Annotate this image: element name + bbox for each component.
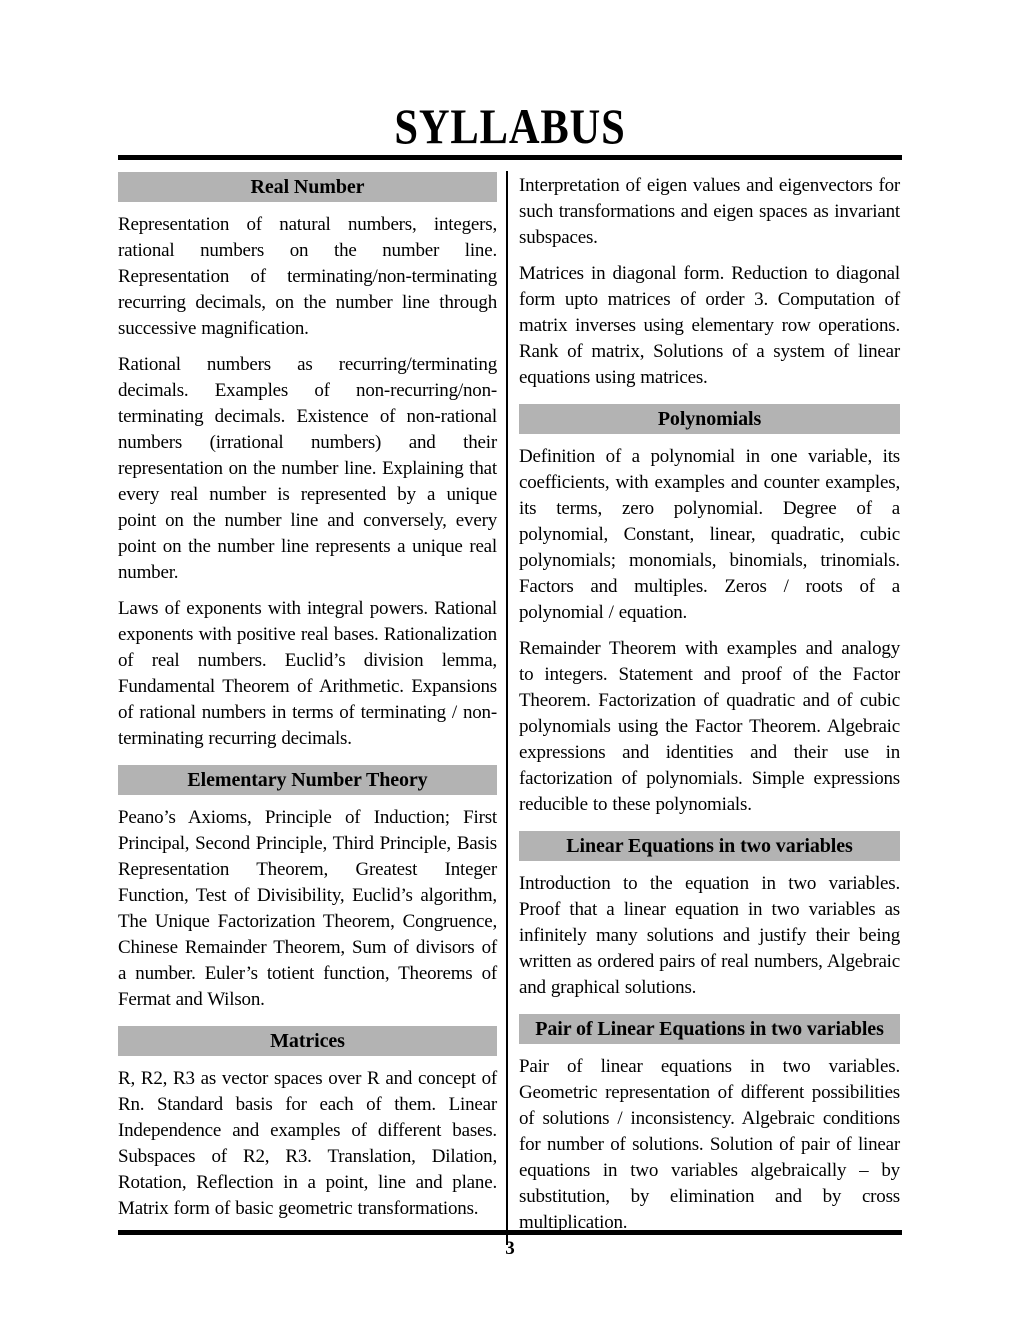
right-column: Interpretation of eigen values and eigen…: [508, 171, 900, 1246]
section-heading-real-number: Real Number: [118, 172, 497, 202]
paragraph-matrices: R, R2, R3 as vector spaces over R and co…: [118, 1068, 497, 1219]
title-rule: [118, 155, 902, 160]
paragraph-elementary-number-theory: Peano’s Axioms, Principle of Induction; …: [118, 807, 497, 1010]
paragraph-linear-equations: Introduction to the equation in two vari…: [519, 873, 900, 998]
section-heading-polynomials: Polynomials: [519, 404, 900, 434]
section-heading-linear-equations: Linear Equations in two variables: [519, 831, 900, 861]
paragraph-polynomials-1: Definition of a polynomial in one variab…: [519, 446, 900, 623]
section-heading-elementary-number-theory: Elementary Number Theory: [118, 765, 497, 795]
section-heading-matrices: Matrices: [118, 1026, 497, 1056]
paragraph-real-number-1: Representation of natural numbers, integ…: [118, 214, 497, 339]
paragraph-eigen-values: Interpretation of eigen values and eigen…: [519, 175, 900, 248]
page-number: 3: [505, 1238, 515, 1259]
paragraph-real-number-3: Laws of exponents with integral powers. …: [118, 598, 497, 749]
page-title: SYLLABUS: [394, 98, 626, 154]
two-column-layout: Real Number Representation of natural nu…: [118, 171, 902, 1246]
paragraph-polynomials-2: Remainder Theorem with examples and anal…: [519, 638, 900, 815]
footer-rule: [118, 1230, 902, 1235]
paragraph-diagonal-form: Matrices in diagonal form. Reduction to …: [519, 263, 900, 388]
left-column: Real Number Representation of natural nu…: [118, 171, 508, 1245]
section-heading-pair-linear-equations: Pair of Linear Equations in two variable…: [519, 1014, 900, 1044]
paragraph-pair-linear-equations: Pair of linear equations in two variable…: [519, 1056, 900, 1233]
paragraph-real-number-2: Rational numbers as recurring/terminatin…: [118, 354, 497, 583]
